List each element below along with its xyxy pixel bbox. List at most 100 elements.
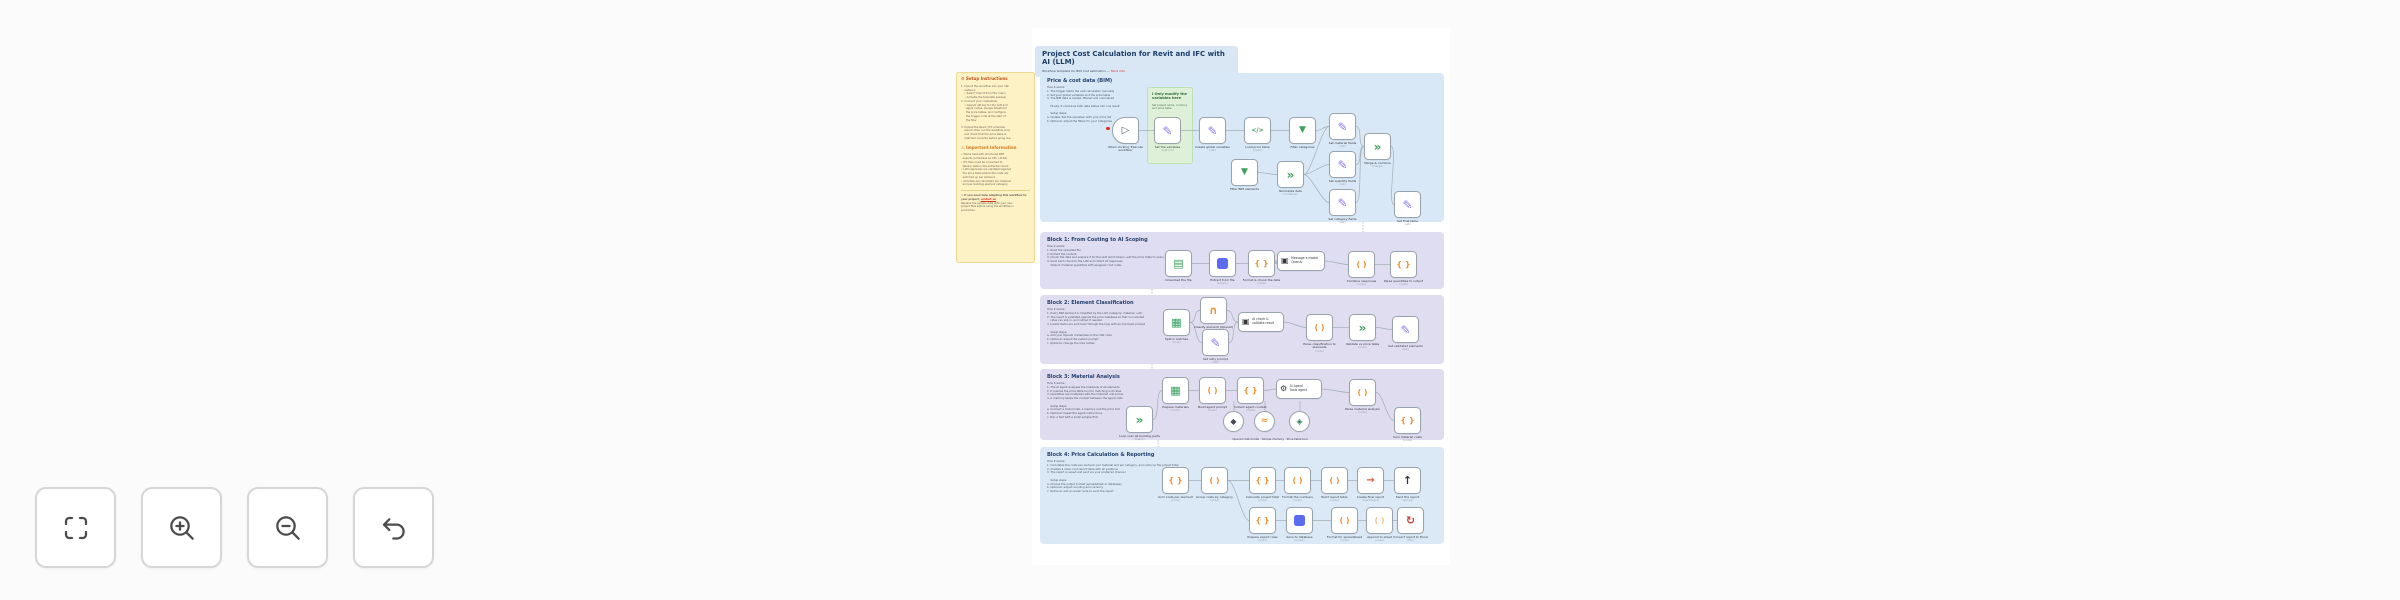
section-text-line: 2. It queries the price table tool for m… [1047,388,1122,393]
node-label: Collect agent context(code) [1229,405,1273,413]
node-label: Format the numbers(code) [1276,495,1320,503]
node-convert-excel[interactable]: ↻ [1397,507,1424,534]
workflow-title: Project Cost Calculation for Revit and I… [1042,50,1225,66]
section-text-line: c. Optional: change the max retries [1047,340,1095,345]
section-text-line: a. Add your OpenAI credentials to the ch… [1047,333,1112,338]
node-filter-elements[interactable]: ▼ [1231,159,1258,186]
parens-icon: ( ) [1329,475,1340,485]
note-line: and per building element category [961,183,1008,187]
pencil-icon: ✎ [1400,322,1411,337]
note-line: • OpenAI API key for the LLM and [961,103,1008,107]
node-agent-context[interactable]: { } [1237,377,1264,404]
node-global-variables[interactable]: ✎ [1199,117,1226,144]
node-prepare-materials[interactable]: ▦ [1162,377,1189,404]
node-report-table[interactable]: ( ) [1321,467,1348,494]
node-format-numbers[interactable]: ( ) [1284,467,1311,494]
merge-icon: » [1286,167,1295,182]
node-save-database[interactable] [1286,507,1313,534]
node-chat-model[interactable]: ◆ [1223,411,1244,432]
node-parse-analysis[interactable]: ( ) [1349,379,1376,406]
up-dark-icon: ↑ [1402,474,1413,487]
zoom-in-button[interactable] [141,487,222,568]
note-line: export, then run the workflow once [961,129,1011,133]
node-set-category[interactable]: ✎ [1329,189,1356,216]
node-normalize-data[interactable]: » [1277,161,1304,188]
node-append-sheet[interactable]: ( ) [1366,507,1393,534]
node-ai-validate[interactable]: ▣AI check &validate result [1238,312,1284,332]
node-retry-prompt[interactable]: ✎ [1202,329,1229,356]
node-group-category[interactable]: ( ) [1201,467,1228,494]
canvas-toolbar [35,487,434,568]
node-set-quantity[interactable]: ✎ [1329,151,1356,178]
node-label: Combine responses(code) [1340,279,1384,287]
node-chunk-data[interactable]: { } [1248,250,1275,277]
note-line: production. [961,209,976,213]
node-label: Filter categories [1290,144,1315,149]
agent-subnodes-caption: OpenAI chat model · Simple memory · Pric… [1232,437,1308,441]
node-send-report[interactable]: ↑ [1394,467,1421,494]
green-sticky-line: and price table [1152,107,1172,111]
node-set-validated[interactable]: ✎ [1392,316,1419,343]
node-final-report[interactable]: → [1357,467,1384,494]
contact-link[interactable]: contact us [980,197,996,201]
node-sum-material-costs[interactable]: { } [1394,407,1421,434]
section-text-line: b. Optional: adjust the filters for your… [1047,118,1112,123]
section-text-line: How it works: [1047,307,1066,311]
green-sticky-heading: ℹ Only modify the variables here [1152,92,1187,101]
node-merge-streams[interactable]: » [1364,133,1391,160]
section-text-line: 2. Creates a clean cost report table wit… [1047,466,1118,471]
section-text-line: b. Optional: adjust the system prompt [1047,337,1099,342]
node-extract-file[interactable] [1209,250,1236,277]
node-combine-responses[interactable]: ( ) [1348,251,1375,278]
braces-icon: { } [1254,258,1269,268]
node-sublabel: (code) [1358,410,1367,415]
node-label: Parse material analysis(code) [1341,407,1385,415]
node-agent-prompt[interactable]: ( ) [1199,377,1226,404]
node-parse-quantities[interactable]: { } [1390,251,1417,278]
node-sublabel: (code) [1357,282,1366,287]
reset-view-button[interactable] [353,487,434,568]
node-set-variables[interactable]: ✎ [1154,117,1181,144]
note-line: the trigger node at the start of [961,114,1006,118]
node-validate-prices[interactable]: » [1349,314,1376,341]
node-sublabel: (code) [1258,498,1267,503]
node-load-price-table[interactable]: </> [1244,117,1271,144]
node-set-final-table[interactable]: ✎ [1394,191,1421,218]
zoom-out-button[interactable] [247,487,328,568]
file-green-icon: ▤ [1173,257,1184,270]
node-label: Set category fields(set) [1321,217,1365,225]
node-memory[interactable]: ≈ [1254,411,1275,432]
subtitle-link[interactable]: More info [1110,68,1125,73]
node-price-tool[interactable]: ◈ [1289,411,1310,432]
node-label: Filter BIM elements [1230,186,1259,191]
node-manual-trigger[interactable]: ▷ [1112,117,1139,144]
node-classify-element[interactable]: ∩ [1200,297,1227,324]
node-sum-element-costs[interactable]: { } [1162,467,1189,494]
node-project-total[interactable]: { } [1249,467,1276,494]
zoom-in-icon [169,515,194,540]
node-set-material[interactable]: ✎ [1329,113,1356,140]
node-label: Normalize data(combine) [1269,189,1313,197]
node-format-spreadsheet[interactable]: ( ) [1331,507,1358,534]
node-parse-classification[interactable]: ( ) [1306,314,1333,341]
node-sublabel: (set) [1212,360,1219,365]
node-label: Set final table(set) [1386,219,1430,227]
node-sublabel: (set) [1402,347,1409,352]
section-text-line: 4. Send each chunk to the LLM and collec… [1047,259,1123,264]
node-loop-parts[interactable]: » [1126,406,1153,433]
node-filter-categories[interactable]: ▼ [1289,117,1316,144]
node-split-batches[interactable]: ▦ [1163,309,1190,336]
note-line: • Works best with structured BIM [961,153,1004,157]
note-line: 3. Upload the Revit / IFC schedule [961,125,1005,129]
node-label: Load price table(code) [1236,145,1280,153]
node-export-rows[interactable]: { } [1249,507,1276,534]
node-download-file[interactable]: ▤ [1165,250,1192,277]
section-text-line: 2. Set your global variables and the pri… [1047,92,1111,97]
fit-view-button[interactable] [35,487,116,568]
